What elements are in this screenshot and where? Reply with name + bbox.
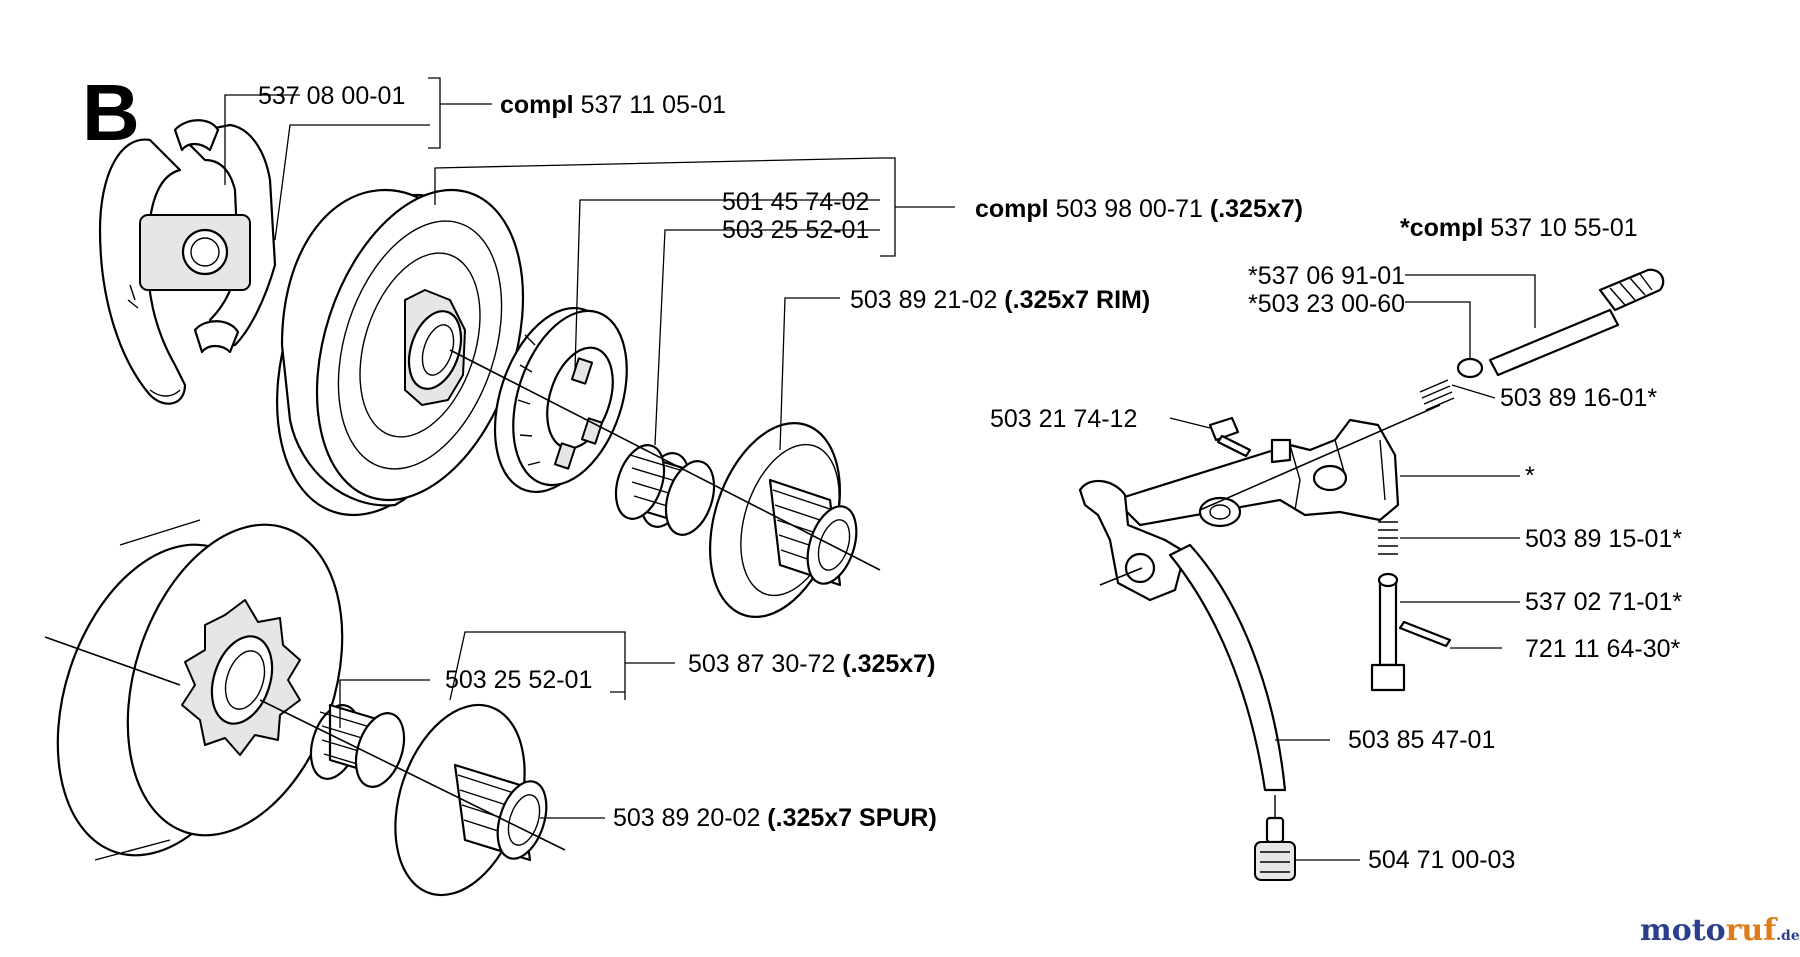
label-503-25-52-01-top[interactable]: 503 25 52-01 — [722, 216, 869, 244]
oil-pump-assembly[interactable] — [1078, 268, 1665, 881]
label-503-25-52-01-bottom[interactable]: 503 25 52-01 — [445, 666, 592, 694]
label-504-71-00-03[interactable]: 504 71 00-03 — [1368, 846, 1515, 874]
label-503-87-30-72[interactable]: 503 87 30-72 (.325x7) — [688, 650, 935, 678]
label-503-89-21-02[interactable]: 503 89 21-02 (.325x7 RIM) — [850, 286, 1150, 314]
clutch-drum-spur[interactable] — [20, 497, 379, 883]
part-labels: 537 08 00-01 compl 537 11 05-01 501 45 7… — [258, 82, 1682, 874]
label-compl-503-98-00-71[interactable]: compl 503 98 00-71 (.325x7) — [975, 195, 1303, 223]
label-compl-537-11-05-01[interactable]: compl 537 11 05-01 — [500, 91, 726, 119]
watermark-suffix: .de — [1776, 928, 1800, 944]
motoruf-watermark-logo: motoruf.de — [1640, 913, 1800, 948]
label-503-89-16-01[interactable]: 503 89 16-01* — [1500, 384, 1657, 412]
svg-text:motoruf.de: motoruf.de — [1640, 913, 1800, 948]
label-537-06-91-01[interactable]: *537 06 91-01 — [1248, 262, 1405, 290]
rim-sprocket[interactable] — [473, 293, 647, 508]
label-503-23-00-60[interactable]: *503 23 00-60 — [1248, 290, 1405, 318]
label-asterisk[interactable]: * — [1525, 462, 1535, 490]
section-letter: B — [82, 68, 140, 157]
label-compl-537-10-55-01[interactable]: *compl 537 10 55-01 — [1400, 214, 1638, 242]
watermark-part1: moto — [1640, 913, 1726, 948]
label-501-45-74-02[interactable]: 501 45 74-02 — [722, 188, 869, 216]
label-503-89-15-01[interactable]: 503 89 15-01* — [1525, 525, 1682, 553]
needle-bearing-bottom[interactable] — [302, 699, 412, 793]
label-537-08-00-01[interactable]: 537 08 00-01 — [258, 82, 405, 110]
label-503-89-20-02[interactable]: 503 89 20-02 (.325x7 SPUR) — [613, 804, 937, 832]
clutch-part[interactable] — [98, 119, 277, 405]
watermark-part2: ruf — [1726, 913, 1779, 948]
clutch-drum-rim[interactable] — [239, 163, 560, 542]
label-503-85-47-01[interactable]: 503 85 47-01 — [1348, 726, 1495, 754]
drive-washer-bottom[interactable] — [373, 688, 556, 911]
leader-lines — [224, 77, 1536, 861]
needle-bearing-top[interactable] — [607, 439, 722, 541]
label-503-21-74-12[interactable]: 503 21 74-12 — [990, 405, 1137, 433]
drive-washer-top[interactable] — [687, 406, 865, 633]
label-537-02-71-01[interactable]: 537 02 71-01* — [1525, 588, 1682, 616]
label-721-11-64-30[interactable]: 721 11 64-30* — [1525, 635, 1680, 663]
